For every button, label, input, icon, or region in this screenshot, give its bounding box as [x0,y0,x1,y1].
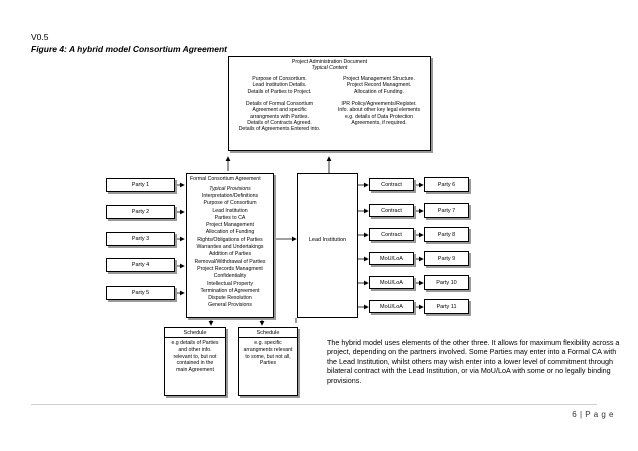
party-5-box: Party 5 [106,286,175,300]
fca-provision: Project Management [206,222,254,229]
schedule-2-line: arrangments relevant [243,346,293,353]
party-10-box: Party 10 [424,275,469,290]
fca-provision: Project Records Managment [197,265,263,272]
formal-consortium-agreement: Formal Consortium Agreement Typical Prov… [186,173,274,318]
page-label: | P a g e [579,410,614,419]
pad-right-line: IPR Policy/Agreements/Register. [341,101,417,108]
agreement-mou-2: MoU/LoA [369,276,414,289]
schedule-1-line: e.g details of Parties [171,340,219,346]
schedule-box-2: Schedule e.g. specific arrangments relev… [238,327,298,396]
agreement-contract-2: Contract [369,204,414,217]
project-administration-document: Project Administration Document Typical … [228,56,431,151]
agreement-contract-1: Contract [369,178,414,191]
pad-left-line: Details of Agreements Entered into. [238,126,321,133]
page-number-footer: 6 | P a g e [572,410,614,419]
fca-subtitle: Typical Provisions [209,186,251,192]
fca-provision: Rights/Obligations of Parties [197,236,263,243]
schedule-1-line: main Agreement [176,367,214,374]
pad-left-line: Agreement and specific [252,107,307,114]
schedule-2-line: e.g. specific [254,340,282,346]
fca-provision: Confidentiality [213,273,247,280]
pad-right-line: Project Record Managment. [346,82,412,89]
pad-right-line: Agreements, if required. [351,120,407,127]
agreement-mou-1: MoU/LoA [369,252,414,265]
agreement-mou-3: MoU/LoA [369,300,414,313]
lead-institution-label: Lead Institution [308,237,347,243]
party-7-box: Party 7 [424,203,469,218]
schedule-1-line: relevant to, but not [173,353,217,360]
pad-left-line: Details of Formal Consortium [245,101,314,108]
schedule-2-line: Parties [259,360,277,367]
schedule-2-title: Schedule [256,330,280,336]
pad-title: Project Administration Document [291,59,368,65]
fca-provision: General Provisions [208,302,252,309]
schedule-1-line: and other info. [178,346,212,353]
schedule-1-line: contained in the [176,360,214,367]
lead-institution-box: Lead Institution [297,173,358,318]
pad-right-line: e.g. details of Data Protection [344,113,414,120]
hybrid-model-description: The hybrid model uses elements of the ot… [327,338,620,385]
fca-provision: Allocation of Funding [205,229,255,236]
pad-right-line: Allocation of Funding. [354,88,404,95]
fca-provision: Interpretation/Definitions [201,193,259,199]
agreement-contract-3: Contract [369,228,414,241]
pad-right-line: Info. about other key legal elements [337,107,421,114]
fca-provision: Dispute Resolution [208,295,252,302]
fca-provision: Purpose of Consortium [203,200,257,207]
pad-right-column: Project Management Structure. Project Re… [327,76,431,126]
pad-left-line: Details of Parties to Project. [247,88,312,95]
pad-subtitle: Typical Content [311,65,348,71]
page-number: 6 [572,410,578,419]
party-11-box: Party 11 [424,299,469,314]
fca-provision: Lead Institution [212,207,248,214]
footer-divider [31,404,597,405]
schedule-box-1: Schedule e.g details of Parties and othe… [164,327,226,396]
party-3-box: Party 3 [106,232,175,246]
fca-provision: Termination of Agreement [200,287,260,294]
fca-title: Formal Consortium Agreement [190,176,261,182]
pad-right-line: Project Management Structure. [343,76,415,82]
party-4-box: Party 4 [106,258,175,272]
party-1-box: Party 1 [106,178,175,192]
schedule-1-title: Schedule [183,330,207,336]
schedule-2-line: to some, but not all, [245,353,291,360]
fca-provision: Addition of Parties [208,251,252,258]
party-6-box: Party 6 [424,177,469,192]
party-8-box: Party 8 [424,227,469,242]
fca-provision: Warranties and Undertakings [196,244,264,251]
party-9-box: Party 9 [424,251,469,266]
pad-left-line: Details of Contracts Agreed. [247,120,312,127]
party-2-box: Party 2 [106,205,175,219]
schedule-2-divider [239,337,297,338]
schedule-1-divider [165,337,225,338]
pad-left-line: Lead Institution Details. [252,82,307,89]
schedule-1-body: e.g details of Parties and other info. r… [165,340,225,374]
figure-caption: Figure 4: A hybrid model Consortium Agre… [31,44,227,54]
fca-provision: Removal/Withdrawal of Parties [194,258,266,265]
fca-provisions-list: Interpretation/Definitions Purpose of Co… [187,193,273,310]
version-label: V0.5 [31,32,49,42]
fca-provision: Intellectual Property [207,280,253,287]
pad-left-line: Purpose of Consortium. [252,76,307,82]
schedule-2-body: e.g. specific arrangments relevant to so… [239,340,297,367]
pad-left-line: arrangments with Parties. [250,113,309,120]
fca-provision: Parties to CA [214,214,246,221]
pad-left-column: Purpose of Consortium. Lead Institution … [229,76,330,133]
